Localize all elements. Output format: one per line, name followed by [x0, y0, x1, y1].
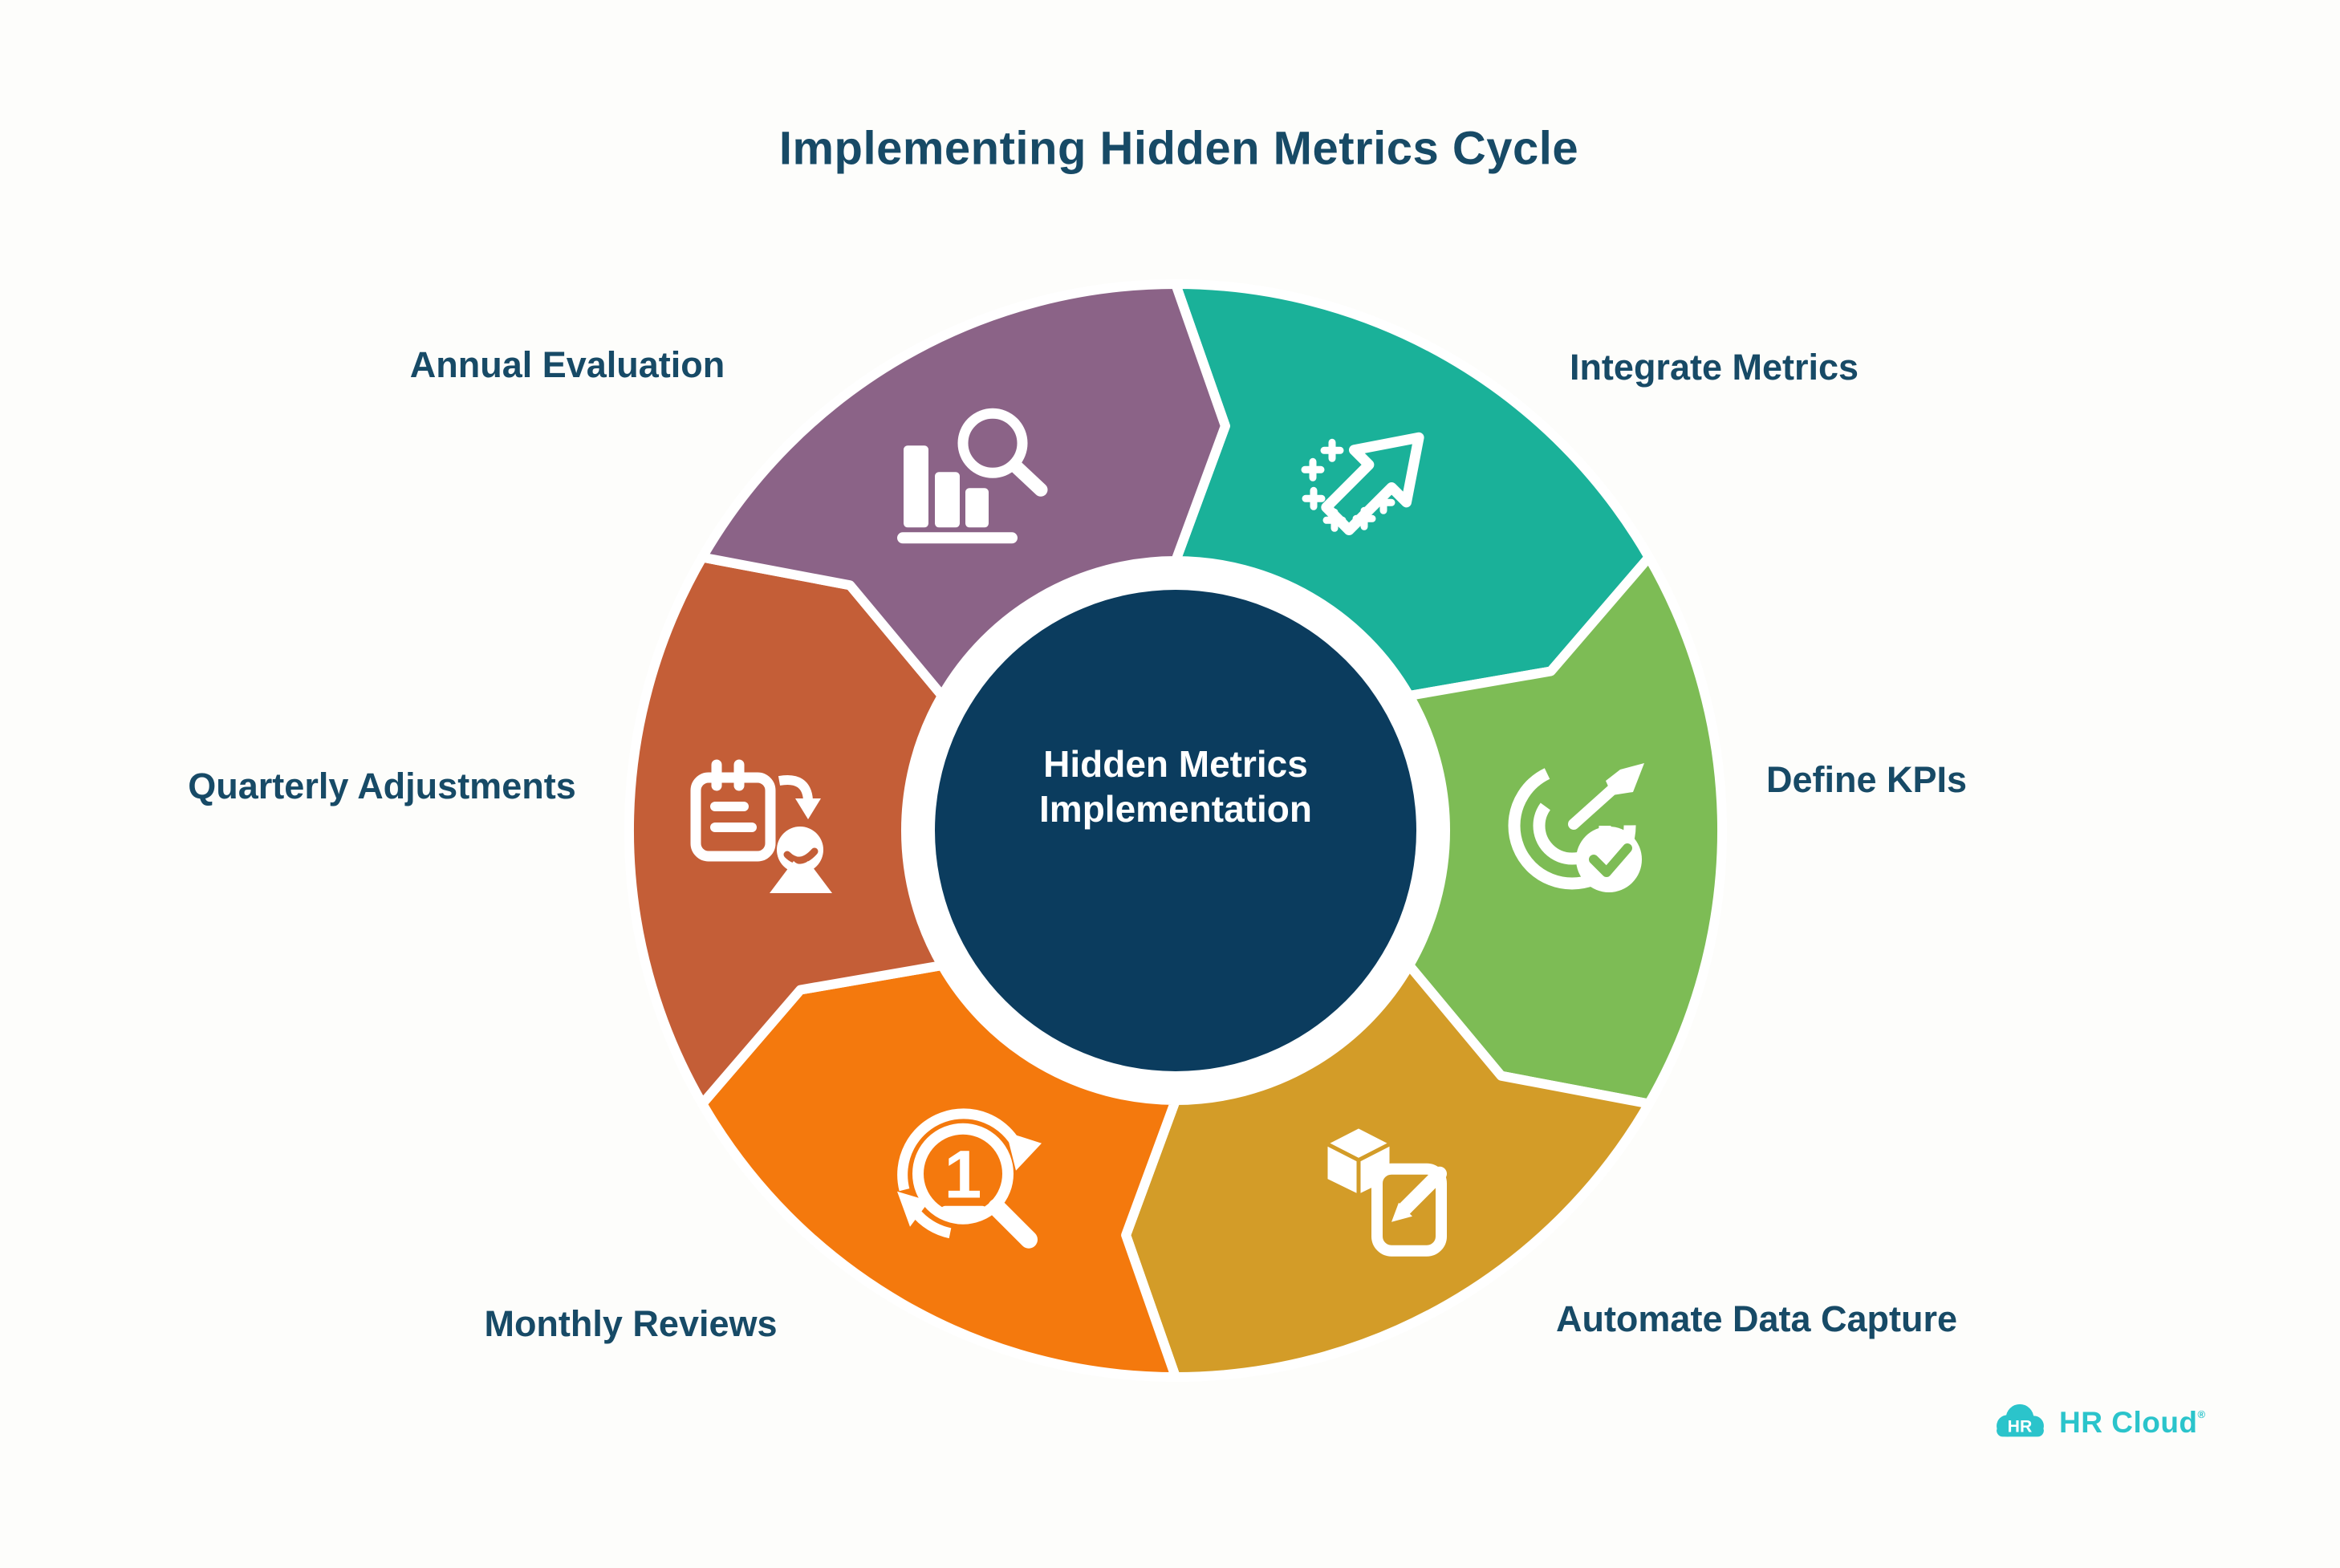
hrcloud-logo: HR HR Cloud®	[1992, 1401, 2206, 1444]
hrcloud-wordmark-text: HR Cloud	[2059, 1406, 2198, 1439]
label-annual-evaluation: Annual Evaluation	[409, 344, 725, 385]
center-label-line1: Hidden Metrics	[1043, 743, 1308, 785]
hrcloud-badge-text: HR	[2008, 1418, 2033, 1436]
center-circle	[935, 590, 1416, 1071]
hrcloud-cloud-icon: HR	[1997, 1403, 2044, 1437]
label-automate-data-capture: Automate Data Capture	[1555, 1298, 1958, 1339]
label-quarterly-adjustments: Quarterly Adjustments	[188, 766, 576, 806]
page-title: Implementing Hidden Metrics Cycle	[778, 122, 1579, 175]
label-define-kpis: Define KPIs	[1765, 759, 1968, 800]
center-label: Hidden Metrics Implementation	[1039, 741, 1312, 831]
center-label-line2: Implementation	[1039, 788, 1312, 830]
hrcloud-wordmark: HR Cloud®	[2059, 1406, 2206, 1440]
registered-mark: ®	[2197, 1408, 2206, 1420]
label-integrate-metrics: Integrate Metrics	[1569, 347, 1859, 388]
label-monthly-reviews: Monthly Reviews	[484, 1303, 778, 1344]
